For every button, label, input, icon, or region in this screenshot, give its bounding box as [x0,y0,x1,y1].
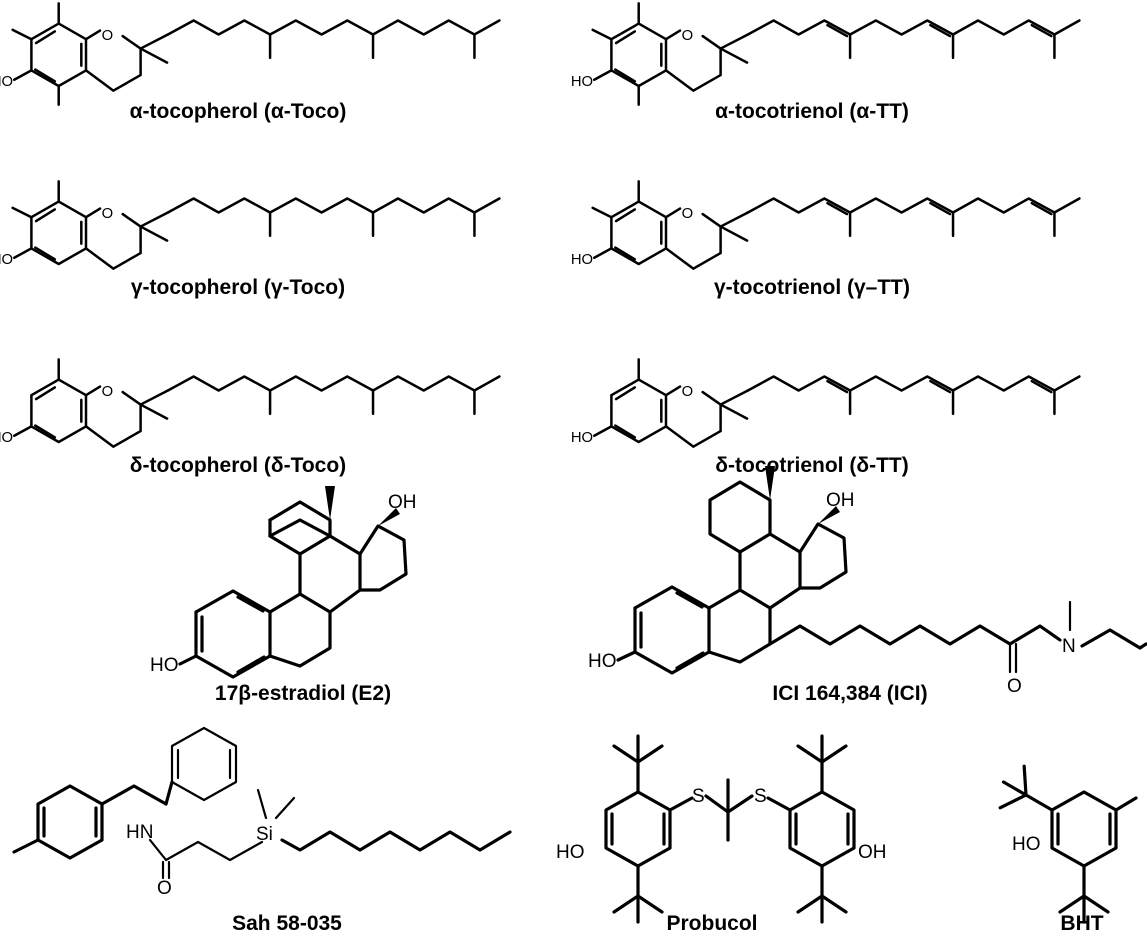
alpha-tocotrienol-structure [569,2,1081,106]
sah-label: Sah 58-035 [232,912,342,935]
probucol-left-sulfur: S [692,786,705,807]
gamma-tocopherol-structure [0,180,501,270]
alpha-tocopherol-structure [0,2,501,106]
alpha-tocopherol-label: α-tocopherol (α-Toco) [130,100,347,123]
gamma-tocotrienol-label: γ-tocotrienol (γ–TT) [714,276,910,299]
probucol-right-hydroxyl: OH [858,842,887,863]
ici-amide-nitrogen: N [1062,636,1076,657]
gamma-tocotrienol-structure [569,180,1081,270]
ici-3-hydroxyl: HO [588,651,617,672]
sah-structure: HN O Si [12,726,512,899]
delta-tocotrienol-structure [569,358,1081,448]
estradiol-structure: OH HO [150,486,417,679]
bht-hydroxyl: HO [1012,834,1041,855]
alpha-tocotrienol-label: α-tocotrienol (α-TT) [715,100,909,123]
bht-label: BHT [1060,912,1103,935]
ici-carbonyl-oxygen: O [1007,676,1022,697]
estradiol-3-hydroxyl: HO [150,655,179,676]
probucol-label: Probucol [666,912,757,935]
sah-amide-nh: HN [126,822,153,843]
delta-tocopherol-structure [0,358,501,448]
ici-structure: OH HO O N [588,466,1147,697]
delta-tocotrienol-label: δ-tocotrienol (δ-TT) [715,454,908,477]
probucol-structure: HO S S OH [556,734,887,924]
estradiol-17-hydroxyl: OH [388,492,417,513]
gamma-tocopherol-label: γ-tocopherol (γ-Toco) [131,276,345,299]
probucol-left-hydroxyl: HO [556,842,585,863]
estradiol-label: 17β-estradiol (E2) [215,682,391,705]
probucol-right-sulfur: S [754,786,767,807]
delta-tocopherol-label: δ-tocopherol (δ-Toco) [130,454,346,477]
ici-label: ICI 164,384 (ICI) [772,682,927,705]
sah-carbonyl-oxygen: O [157,878,172,899]
bht-structure: HO [989,759,1138,924]
sah-silicon: Si [256,824,273,845]
ici-17-hydroxyl: OH [826,490,855,511]
